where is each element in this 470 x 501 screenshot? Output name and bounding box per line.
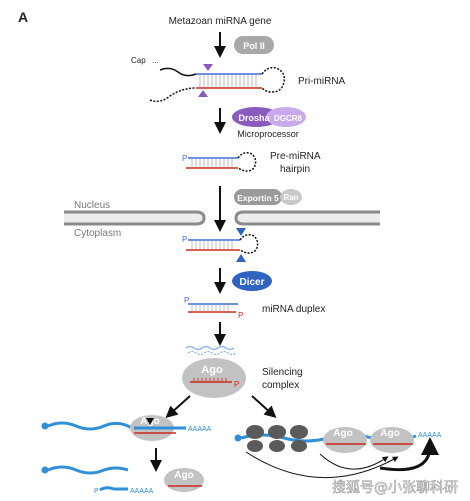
target-cleavage-pathway: Ago AAAAA: [41, 415, 212, 441]
panel-letter: A: [18, 9, 28, 25]
ribosomes: [246, 425, 308, 452]
silencing-label: Silencing: [262, 367, 303, 378]
repression-arrow-thin: [245, 451, 399, 479]
slicer-mark: [146, 418, 154, 425]
complex-label: complex: [262, 380, 299, 391]
polya-left: AAAAA: [188, 426, 212, 433]
ran-blob: [280, 189, 302, 205]
ago-p-mark: P: [234, 380, 239, 389]
arrow-to-repression: [251, 395, 277, 419]
polya-right: AAAAA: [418, 432, 442, 439]
pol2-label: Pol II: [243, 41, 265, 51]
silencing-complex: Ago P: [182, 358, 246, 398]
polya-bottom: AAAAA: [130, 488, 154, 495]
dgcr8-blob: [266, 107, 306, 127]
arrow-to-cleavage: [165, 395, 191, 419]
mirna-duplex: P P: [184, 296, 243, 320]
dgcr8-label: DGCR8: [274, 114, 303, 123]
translational-repression-pathway: Ago Ago AAAAA: [234, 425, 442, 479]
cap-ellipsis: ...: [152, 56, 159, 65]
cap-label: Cap: [131, 56, 146, 65]
exportin5-badge: [234, 189, 282, 205]
pre-mirna-hairpin: P: [182, 151, 257, 172]
pre-mirna-label: Pre-miRNA: [270, 151, 321, 162]
fragment-p: P: [94, 488, 99, 495]
drosha-blob: [232, 107, 280, 127]
ago-label-right-2: Ago: [380, 428, 399, 439]
cytoplasmic-pre-mirna: P: [182, 228, 259, 262]
deadenylation-arrow: [379, 437, 439, 472]
ran-label: Ran: [283, 193, 298, 202]
cleavage-mark-top: [203, 64, 213, 71]
duplex-p-bottom: P: [238, 311, 243, 320]
cytoplasm-label: Cytoplasm: [74, 228, 121, 239]
phosphate-mark: P: [182, 154, 187, 163]
repression-arrow-mid: [319, 453, 389, 470]
microprocessor-label: Microprocessor: [237, 129, 299, 139]
dicer-label: Dicer: [239, 277, 264, 288]
duplex-p-top: P: [184, 296, 189, 305]
drosha-label: Drosha: [238, 113, 270, 123]
watermark: 搜狐号@小张聊科研: [332, 480, 458, 496]
gene-title: Metazoan miRNA gene: [169, 16, 272, 27]
pri-mirna-label: Pri-miRNA: [298, 76, 346, 87]
hairpin-label: hairpin: [280, 164, 310, 175]
ago-label-main: Ago: [201, 364, 223, 376]
exportin5-label: Exportin 5: [237, 193, 279, 203]
dicer-blob: [232, 271, 272, 291]
ago-label-bottom: Ago: [174, 470, 193, 481]
pol2-badge: [234, 36, 274, 54]
dicer-cut-top: [236, 228, 246, 236]
nuclear-envelope: [64, 210, 380, 226]
cleavage-mark-bottom: [198, 90, 208, 97]
pri-mirna-structure: Cap ...: [131, 56, 286, 103]
nucleus-label: Nucleus: [74, 200, 110, 211]
dicer-cut-bottom: [236, 254, 246, 262]
unwound-strands: [185, 345, 237, 356]
cleaved-fragments: P AAAAA Ago: [41, 465, 204, 495]
phosphate-mark-2: P: [182, 235, 187, 244]
duplex-label: miRNA duplex: [262, 304, 325, 315]
ago-label-right-1: Ago: [333, 428, 352, 439]
